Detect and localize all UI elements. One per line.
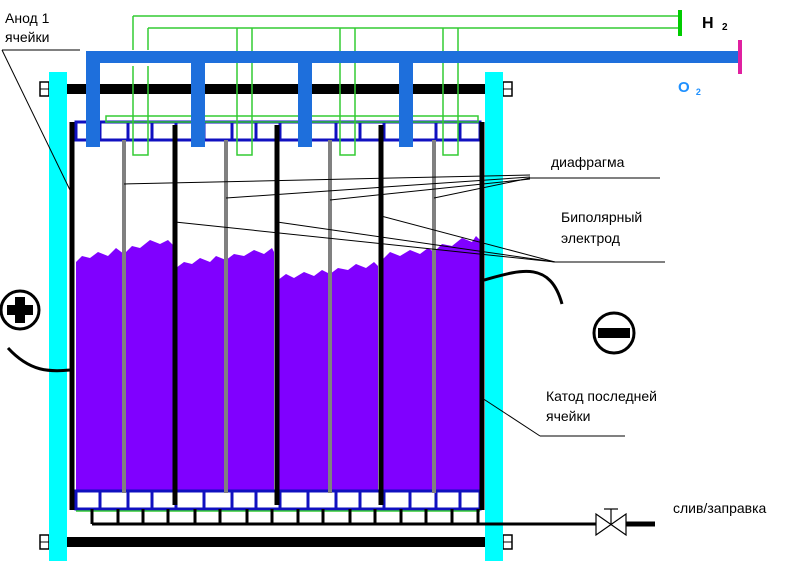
bottom-tie-rod: [48, 537, 510, 547]
electrode: [69, 122, 485, 510]
positive-wire: [6, 346, 71, 373]
anode-label-line2: ячейки: [5, 29, 49, 45]
valve-icon: [595, 508, 627, 537]
leader-lines: [1, 49, 665, 437]
drain-manifold: [90, 509, 600, 526]
drain-label: слив/заправка: [673, 500, 767, 516]
o2-label: O 2: [678, 79, 701, 97]
top-tie-rod: [48, 84, 510, 94]
anode-label-line1: Анод 1: [5, 10, 50, 26]
bottom-seal-dividers: [98, 491, 462, 509]
minus-circle-icon: [592, 311, 636, 355]
diaphragm: [122, 140, 436, 493]
bolt-icon: [39, 81, 50, 97]
bipolar-label-line2: электрод: [561, 230, 620, 246]
negative-wire: [483, 269, 564, 305]
h2-symbol: H: [702, 15, 714, 32]
bolt-icon: [39, 534, 50, 550]
plus-circle-icon: [0, 289, 41, 331]
bolt-icon: [502, 81, 513, 97]
o2-symbol: O: [678, 79, 690, 96]
h2-pipe: [105, 15, 680, 156]
bolt-icon: [502, 534, 513, 550]
electrolyte-fill: [76, 236, 480, 493]
o2-subscript: 2: [696, 87, 701, 97]
h2-subscript: 2: [722, 22, 728, 33]
right-end-plate: [485, 72, 503, 561]
o2-pipe: [86, 51, 739, 147]
left-end-plate: [49, 72, 67, 561]
cathode-label-line1: Катод последней: [546, 388, 657, 404]
bipolar-label-line1: Биполярный: [561, 209, 642, 225]
h2-label: H 2: [702, 15, 728, 33]
diaphragm-label: диафрагма: [551, 154, 625, 170]
cathode-label-line2: ячейки: [546, 408, 590, 424]
